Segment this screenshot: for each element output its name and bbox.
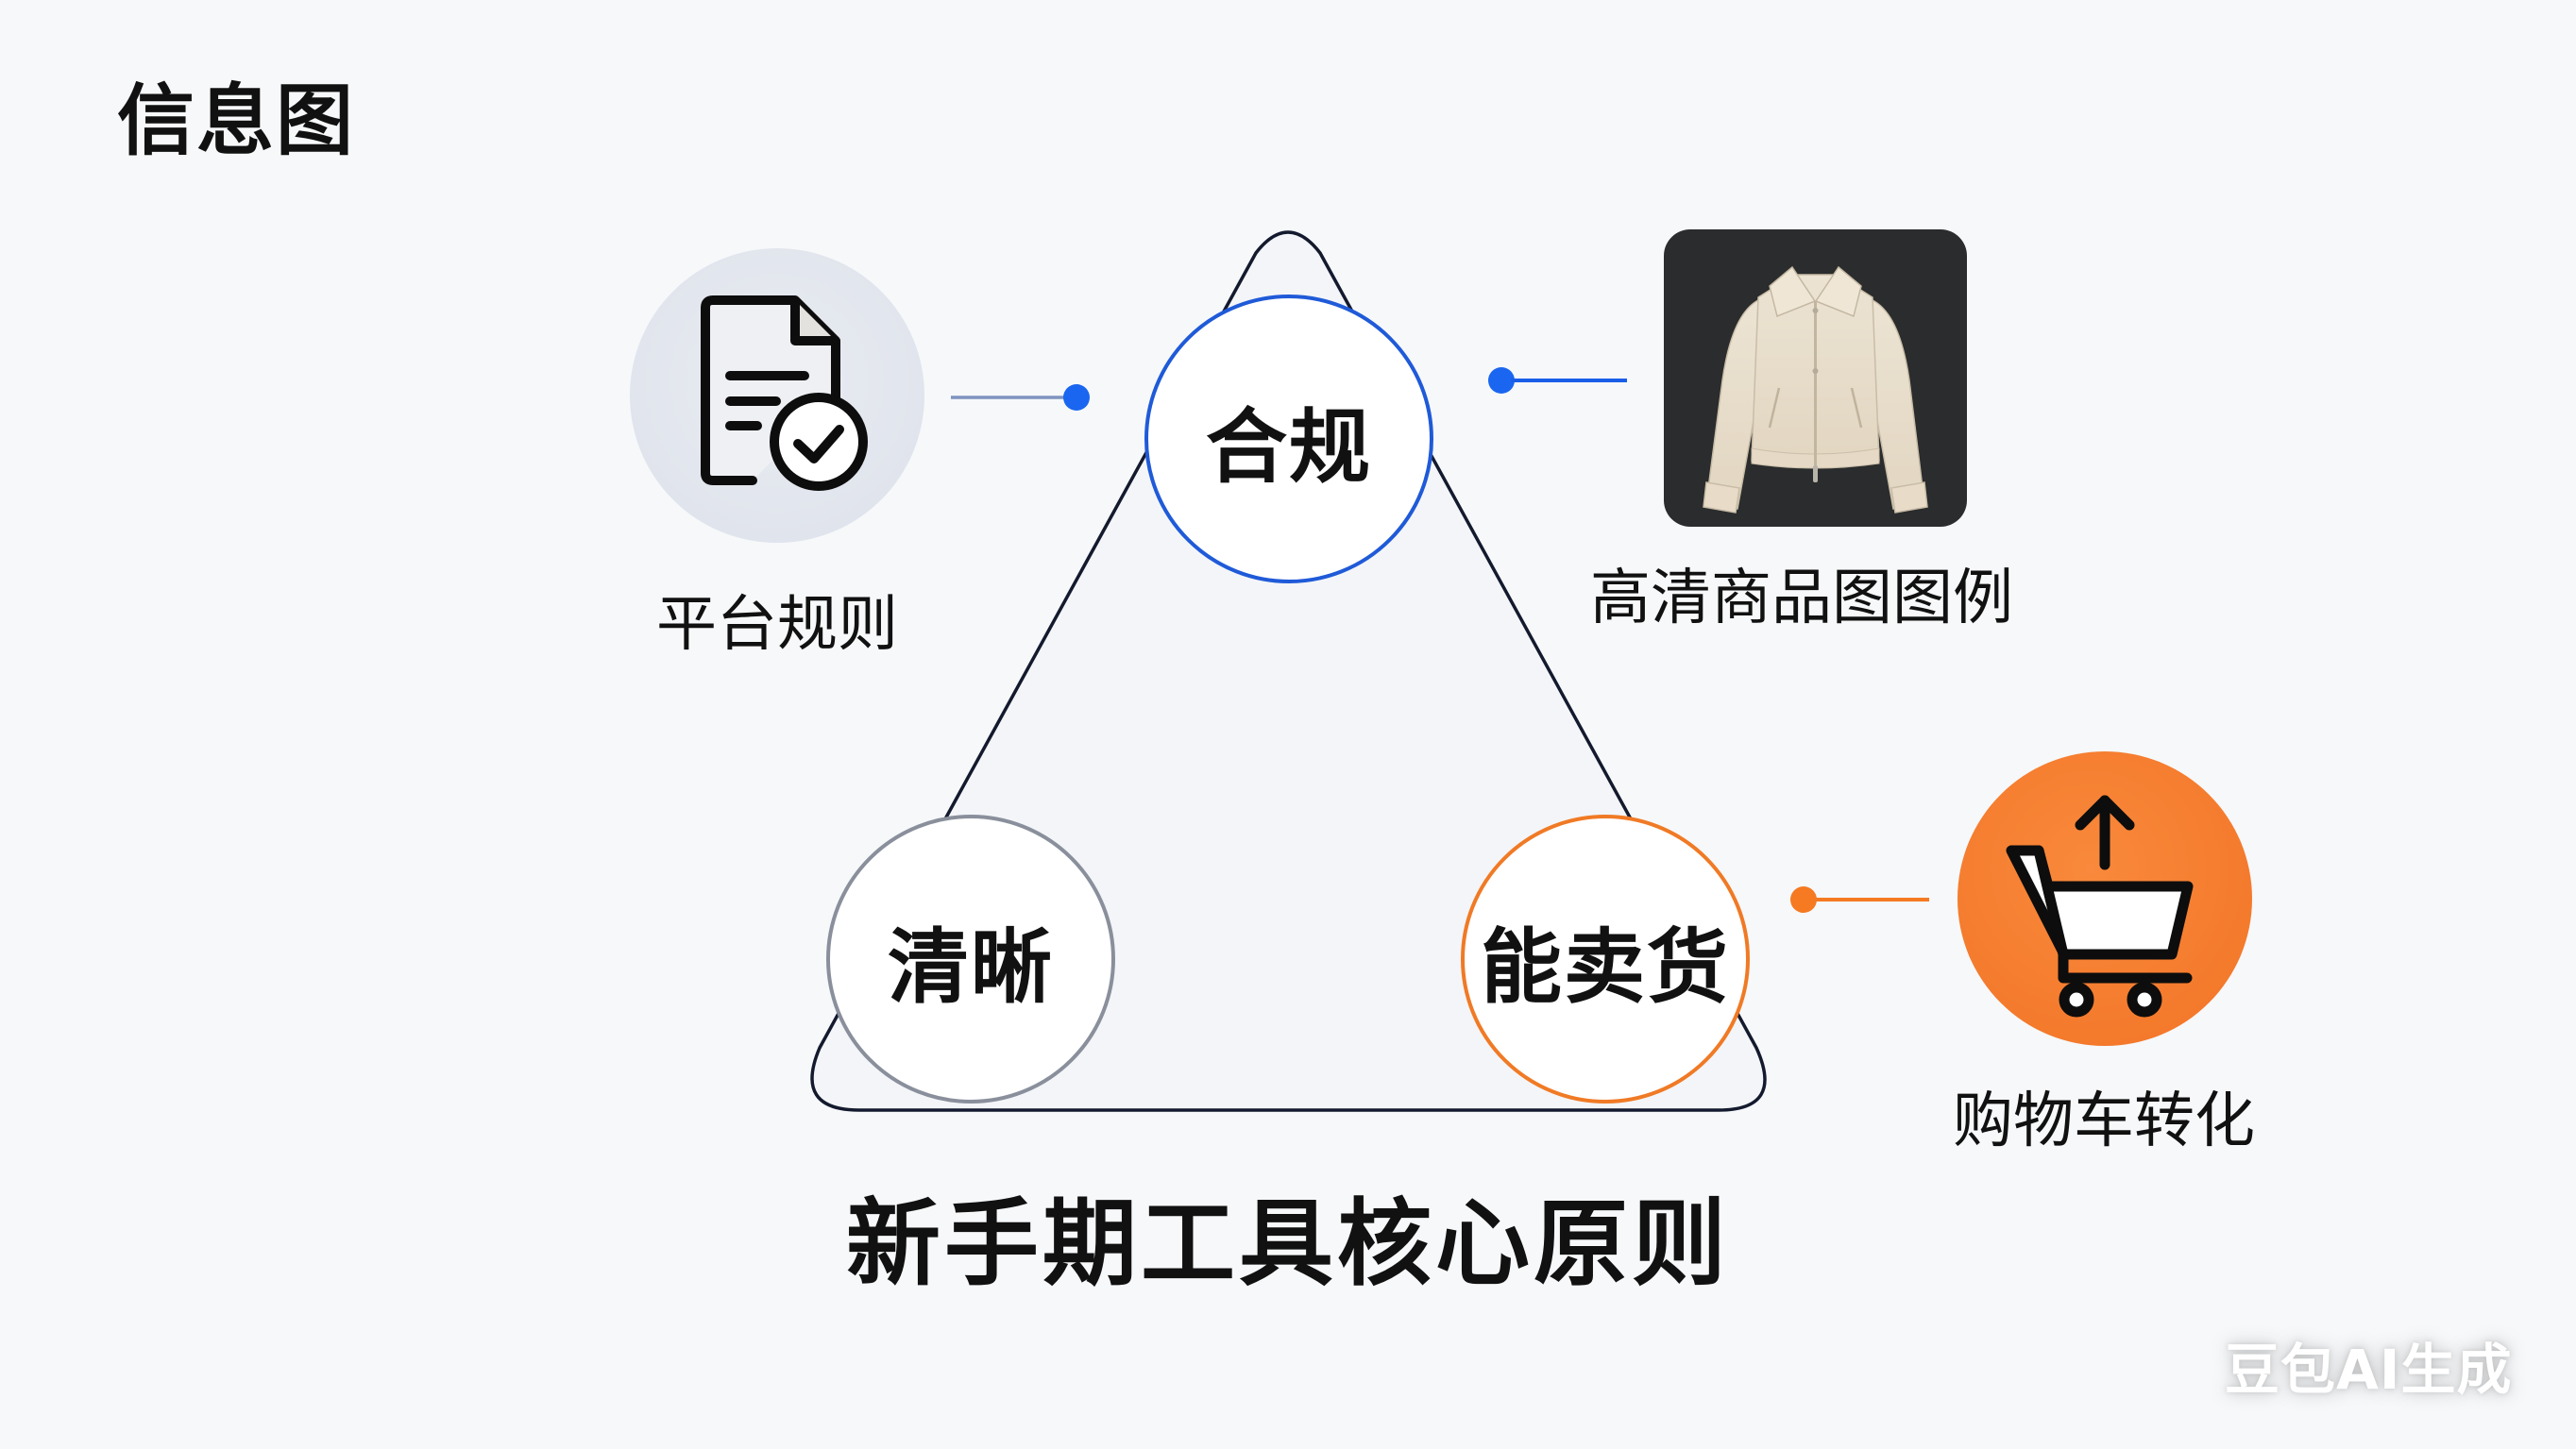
diagram-title: 新手期工具核心原则 [846, 1188, 1730, 1299]
node-compliance: 合规 [1144, 295, 1433, 583]
connector-dot-rules [1063, 384, 1090, 411]
node-sellability: 能卖货 [1461, 815, 1750, 1104]
product-image-label: 高清商品图图例 [1590, 564, 2013, 633]
page-title: 信息图 [117, 76, 356, 166]
cart-conversion-badge [1957, 751, 2252, 1046]
node-compliance-label: 合规 [1206, 399, 1372, 495]
document-check-icon [701, 295, 868, 491]
product-image-example [1664, 229, 1967, 527]
ai-generated-watermark: 豆包AI生成 [2225, 1338, 2513, 1402]
node-clarity-label: 清晰 [888, 919, 1054, 1015]
platform-rules-label: 平台规则 [656, 590, 898, 660]
node-sellability-label: 能卖货 [1481, 919, 1730, 1015]
node-clarity: 清晰 [826, 815, 1115, 1104]
platform-rules-badge [630, 248, 924, 543]
jacket-product-image [1703, 265, 1928, 514]
connector-dot-product [1488, 367, 1515, 394]
cart-conversion-label: 购物车转化 [1953, 1087, 2255, 1156]
shopping-cart-up-icon [2006, 795, 2194, 1018]
connector-dot-cart [1790, 886, 1817, 913]
